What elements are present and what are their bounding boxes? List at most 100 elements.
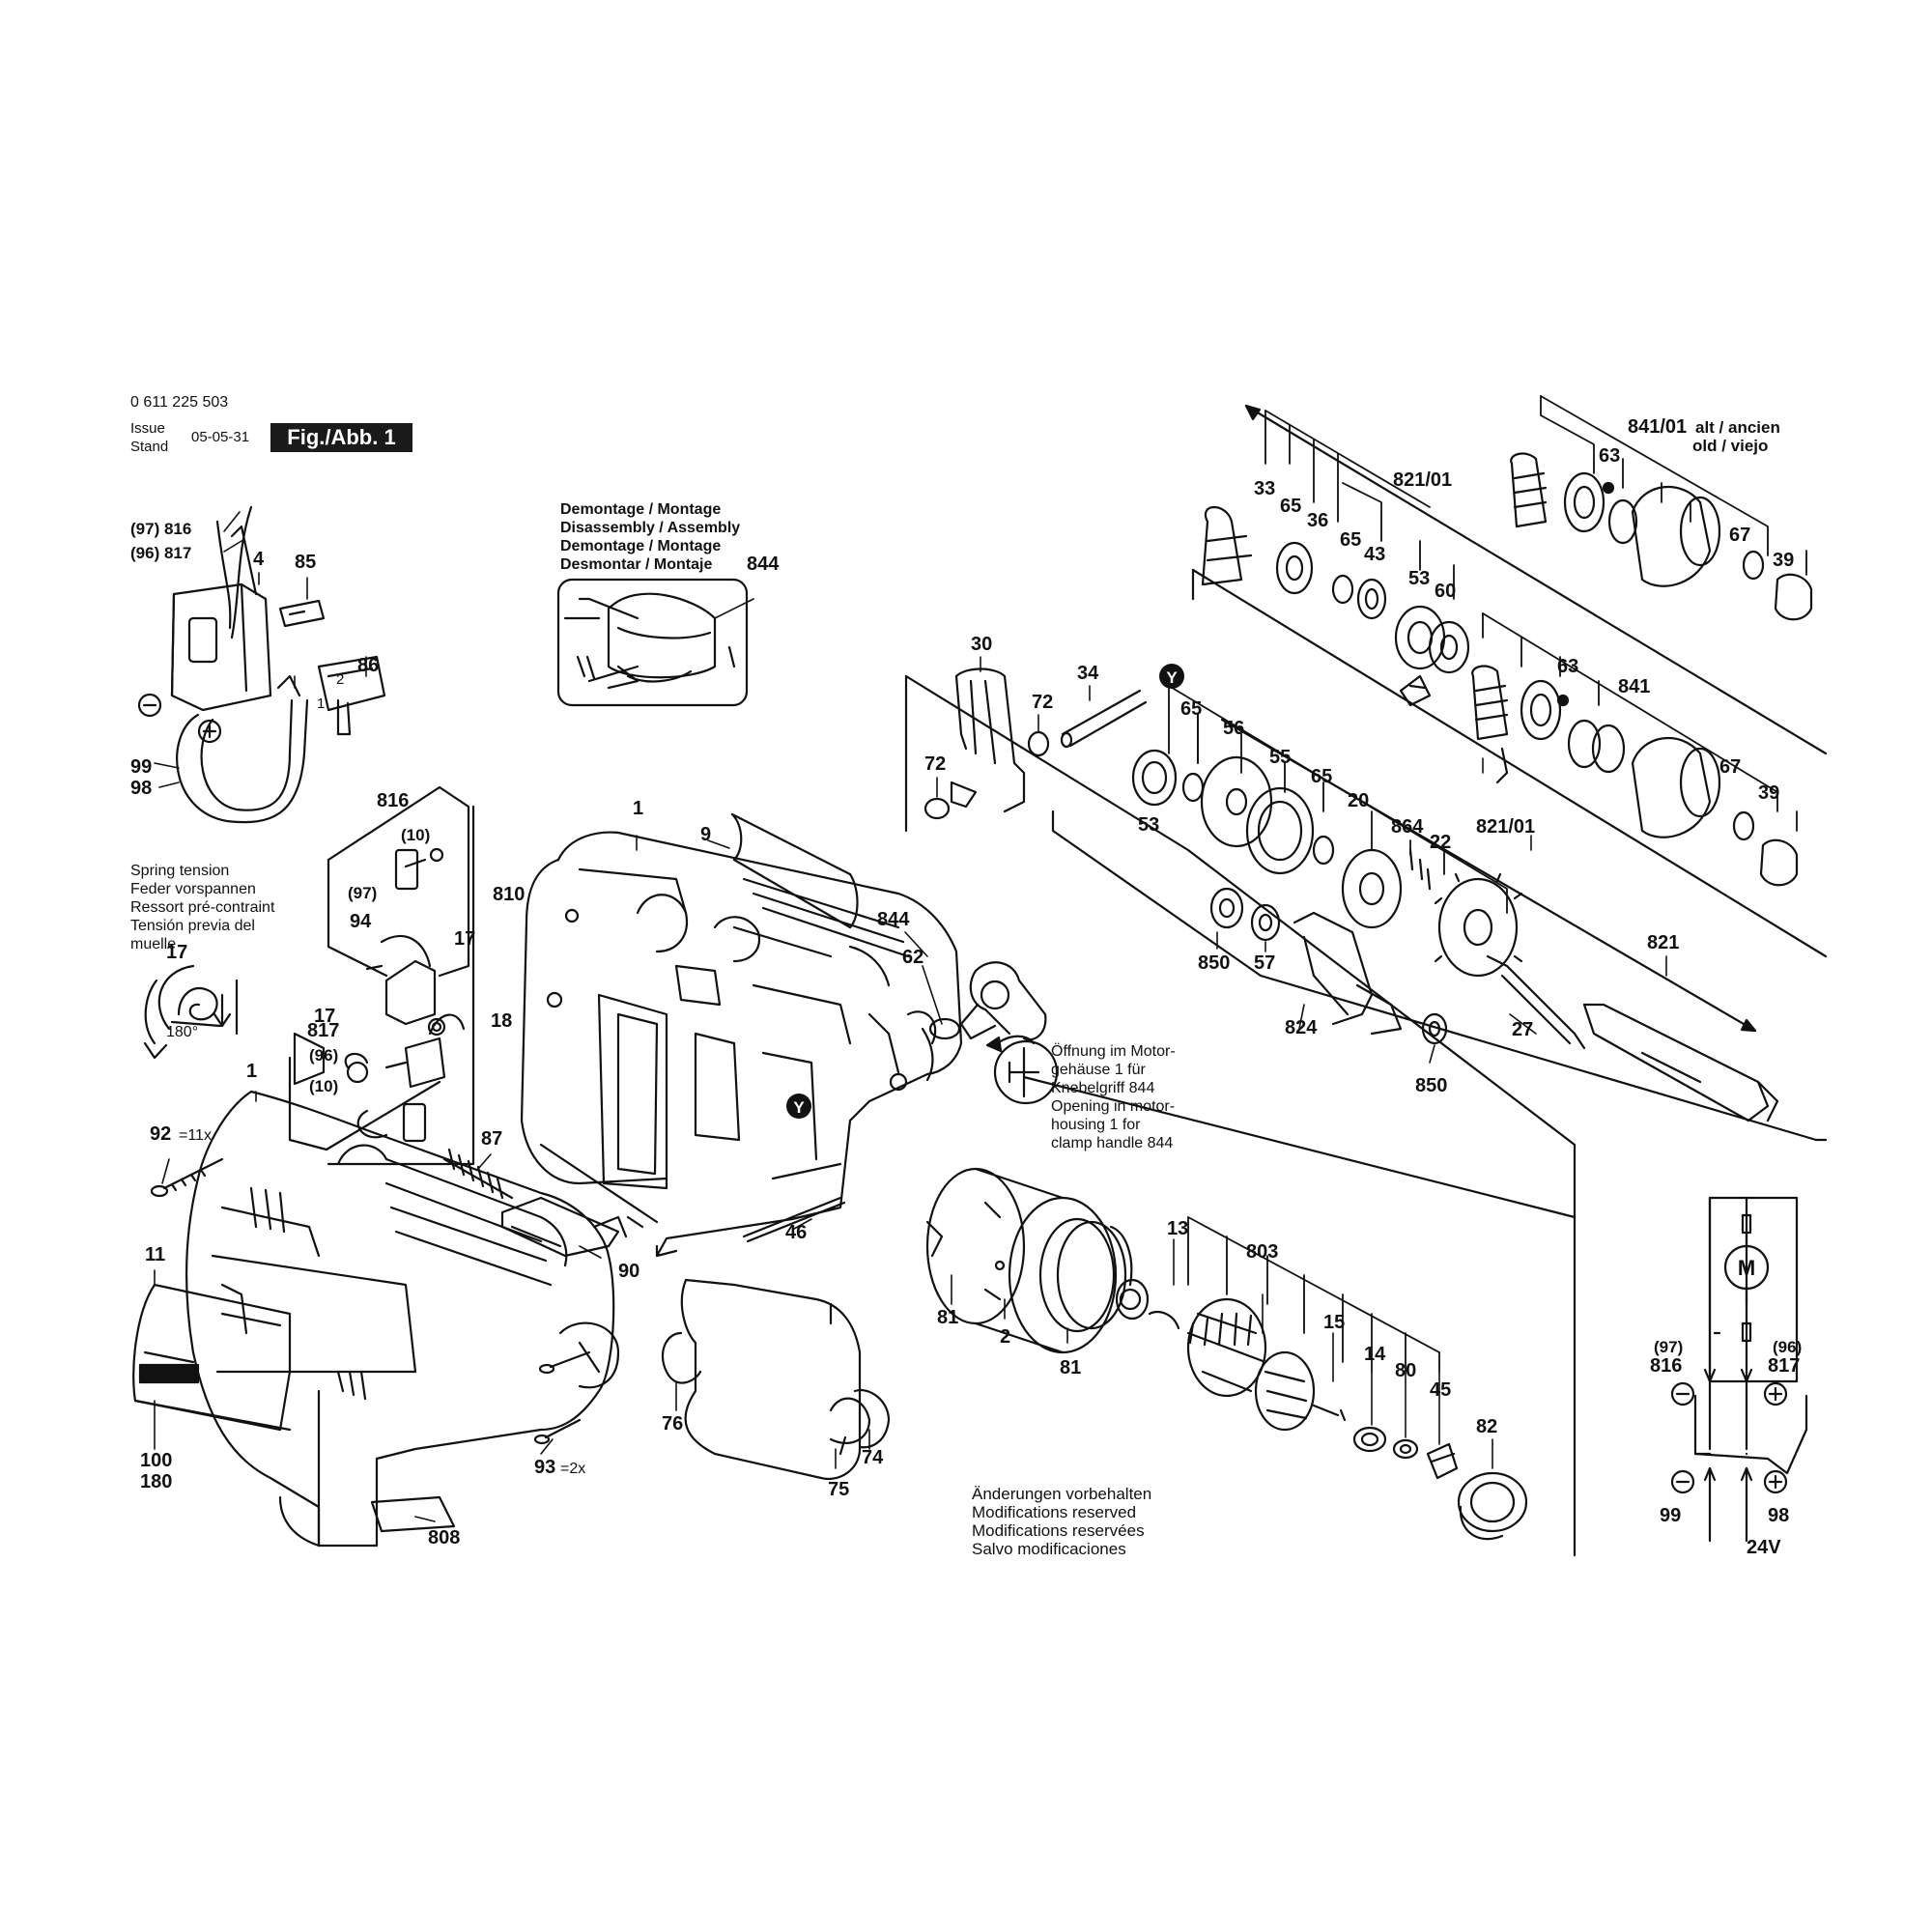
label-864: 864 — [1391, 816, 1424, 838]
label-45: 45 — [1430, 1379, 1451, 1401]
label-80: 80 — [1395, 1360, 1416, 1381]
label-850: 850 — [1198, 952, 1230, 974]
rod-46 — [742, 1196, 846, 1243]
label-96-817: (96) 817 — [130, 544, 191, 562]
label-17-spring: 17 — [166, 942, 187, 963]
note-line: Feder vorspannen — [130, 881, 256, 897]
label-39: 39 — [1773, 550, 1794, 571]
angle-label: 180° — [166, 1024, 198, 1040]
note-line: Modifications reservées — [972, 1521, 1145, 1540]
label-4: 4 — [253, 549, 265, 570]
label-55: 55 — [1269, 747, 1291, 768]
label-821: 821 — [1647, 932, 1679, 953]
label-14: 14 — [1364, 1344, 1386, 1365]
label-97: (97) — [348, 884, 377, 902]
label-65-mid: 65 — [1180, 698, 1202, 720]
brush-holder-assembly — [288, 785, 475, 1166]
label-97-816: (97) 816 — [130, 520, 191, 538]
carbon-brush-pair — [829, 1388, 891, 1456]
label-844-inset: 844 — [747, 554, 780, 575]
label-65b: 65 — [1340, 529, 1361, 551]
label-81: 81 — [937, 1307, 958, 1328]
label-plate — [370, 1495, 456, 1533]
label-808: 808 — [428, 1527, 460, 1548]
note-line: muelle — [130, 936, 177, 952]
bearing-washer-pinion — [1352, 1426, 1528, 1541]
disassembly-inset — [556, 578, 749, 707]
label-10: (10) — [401, 826, 430, 844]
spring-and-slider — [442, 1148, 628, 1258]
label-1: 1 — [246, 1061, 257, 1082]
label-100: 100 — [140, 1450, 172, 1471]
callout-y-markers: Y Y — [786, 664, 1184, 1119]
motor-housing — [185, 1090, 620, 1548]
label-821-01: 821/01 — [1393, 469, 1452, 491]
old-label-de: alt / ancien — [1695, 418, 1780, 437]
label-30: 30 — [971, 634, 992, 655]
schematic-817: 817 — [1768, 1355, 1800, 1377]
part-9-cover — [730, 812, 859, 929]
qty-93: =2x — [560, 1461, 585, 1477]
upper-tool-holder — [1201, 506, 1470, 707]
label-99: 99 — [130, 756, 152, 778]
label-824: 824 — [1285, 1017, 1318, 1038]
schematic-816: 816 — [1650, 1355, 1682, 1377]
note-line: Öffnung im Motor- — [1051, 1043, 1176, 1060]
issue-label: Issue Stand — [130, 419, 168, 456]
label-17: 17 — [454, 928, 475, 950]
label-62: 62 — [902, 947, 923, 968]
bracket-30 — [923, 668, 1148, 820]
label-817: 817 — [307, 1020, 339, 1041]
label-65-mid2: 65 — [1311, 766, 1332, 787]
handle-cover — [132, 1283, 292, 1432]
tool-holder-841-01 — [1510, 452, 1813, 621]
gear-train — [1131, 749, 1523, 978]
note-line: Änderungen vorbehalten — [972, 1485, 1152, 1503]
label-18: 18 — [491, 1010, 512, 1032]
note-line: Spring tension — [130, 863, 230, 879]
label-17-lower: 17 — [314, 1006, 335, 1027]
label-92: 92 — [150, 1123, 171, 1145]
label-81-lower: 81 — [1060, 1357, 1081, 1378]
callout-y-label: Y — [1166, 668, 1178, 687]
label-60: 60 — [1435, 581, 1456, 602]
label-63-lower: 63 — [1557, 656, 1578, 677]
schematic-97: (97) — [1654, 1338, 1683, 1356]
label-850-lower: 850 — [1415, 1075, 1447, 1096]
label-13: 13 — [1167, 1218, 1188, 1239]
part-labels: (97) 816 (96) 817 4 85 86 2 1 99 98 816 … — [130, 416, 1802, 1558]
label-9: 9 — [700, 824, 711, 845]
label-15: 15 — [1323, 1312, 1345, 1333]
label-803: 803 — [1246, 1241, 1278, 1263]
note-line: clamp handle 844 — [1051, 1135, 1174, 1151]
label-821-01-lower: 821/01 — [1476, 816, 1535, 838]
label-86: 86 — [357, 655, 379, 676]
tool-holder-841 — [1471, 665, 1799, 887]
label-46: 46 — [785, 1222, 807, 1243]
assembly-frame — [904, 568, 1828, 1557]
label-57: 57 — [1254, 952, 1275, 974]
screws — [150, 1157, 591, 1445]
switch-assembly — [137, 505, 386, 824]
old-label-en: old / viejo — [1692, 437, 1768, 455]
clamp-handle — [928, 961, 1047, 1041]
label-96: (96) — [309, 1046, 338, 1065]
label-74: 74 — [862, 1447, 884, 1468]
note-line: Modifications reserved — [972, 1503, 1137, 1521]
label-53: 53 — [1408, 568, 1430, 589]
note-line: gehäuse 1 für — [1051, 1062, 1146, 1078]
explosion-arrows — [1220, 404, 1828, 1033]
schematic-99: 99 — [1660, 1505, 1681, 1526]
label-56: 56 — [1223, 718, 1244, 739]
label-72-lower: 72 — [924, 753, 946, 775]
note-line: Demontage / Montage — [560, 538, 722, 554]
label-27: 27 — [1512, 1019, 1533, 1040]
schematic-96: (96) — [1773, 1338, 1802, 1356]
armature — [1115, 1278, 1347, 1432]
modifications-note: Änderungen vorbehalten Modifications res… — [972, 1485, 1151, 1558]
stator — [925, 1167, 1133, 1354]
label-67-lower: 67 — [1719, 756, 1741, 778]
note-line: Disassembly / Assembly — [560, 520, 741, 536]
label-43: 43 — [1364, 544, 1385, 565]
label-180: 180 — [140, 1471, 172, 1492]
